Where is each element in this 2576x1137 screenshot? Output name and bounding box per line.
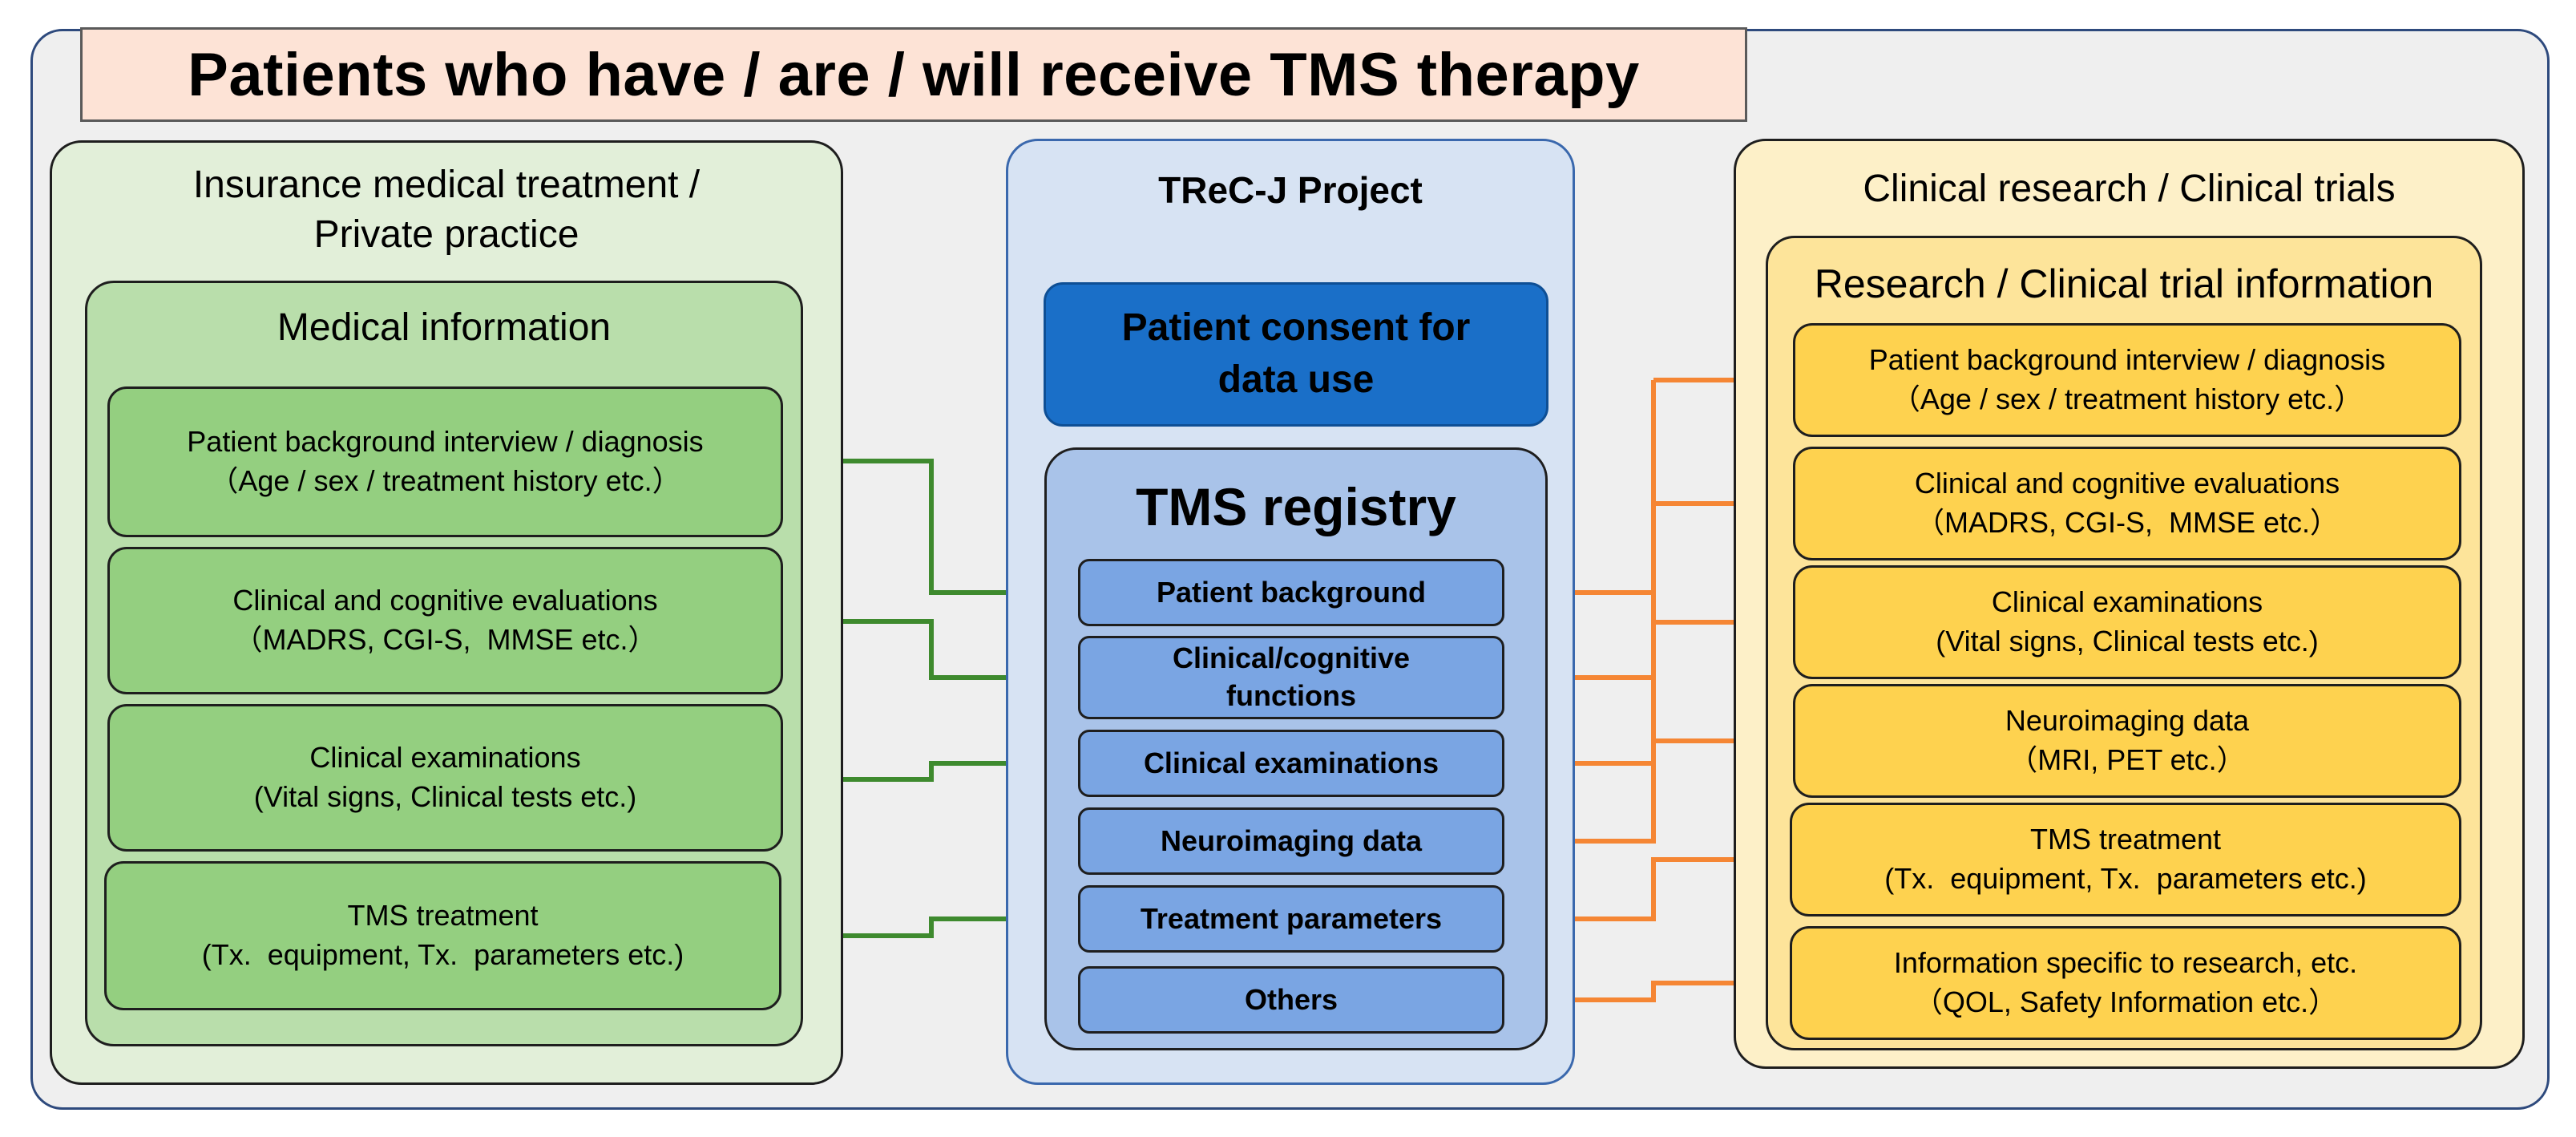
- trec-j-project-heading: TReC-J Project: [1158, 169, 1423, 211]
- right-card-line2: （MRI, PET etc.）: [2009, 743, 2246, 776]
- registry-item-clinical-examinations: Clinical examinations: [1078, 730, 1504, 797]
- right-card-line2: (Vital signs, Clinical tests etc.): [1936, 625, 2319, 658]
- patient-consent-box: Patient consent for data use: [1044, 282, 1548, 427]
- right-card-clinical-examinations: Clinical examinations (Vital signs, Clin…: [1793, 565, 2461, 679]
- medical-information-heading: Medical information: [277, 306, 612, 349]
- left-card-line2: （Age / sex / treatment history etc.）: [209, 464, 681, 497]
- right-card-research-specific: Information specific to research, etc. （…: [1790, 926, 2461, 1040]
- right-card-line1: TMS treatment: [2029, 823, 2222, 856]
- left-card-tms-treatment: TMS treatment (Tx. equipment, Tx. parame…: [104, 861, 781, 1010]
- left-card-line2: (Tx. equipment, Tx. parameters etc.): [201, 938, 684, 971]
- registry-item-others: Others: [1078, 966, 1504, 1034]
- right-card-tms-treatment: TMS treatment (Tx. equipment, Tx. parame…: [1790, 803, 2461, 916]
- right-card-line2: (Tx. equipment, Tx. parameters etc.): [1884, 862, 2367, 895]
- registry-item-neuroimaging: Neuroimaging data: [1078, 807, 1504, 875]
- right-card-line2: （Age / sex / treatment history etc.）: [1891, 382, 2364, 415]
- right-card-neuroimaging: Neuroimaging data （MRI, PET etc.）: [1793, 684, 2461, 798]
- registry-item-treatment-parameters: Treatment parameters: [1078, 885, 1504, 953]
- right-card-line2: （QOL, Safety Information etc.）: [1913, 985, 2338, 1018]
- registry-item-label: Treatment parameters: [1140, 901, 1443, 935]
- right-card-patient-background: Patient background interview / diagnosis…: [1793, 323, 2461, 437]
- right-card-line1: Information specific to research, etc.: [1893, 946, 2358, 980]
- registry-item-label: Neuroimaging data: [1160, 823, 1423, 857]
- left-card-clinical-examinations: Clinical examinations (Vital signs, Clin…: [107, 704, 783, 852]
- right-card-line1: Patient background interview / diagnosis: [1868, 343, 2386, 377]
- registry-item-label: Others: [1244, 982, 1338, 1016]
- title-banner: Patients who have / are / will receive T…: [80, 27, 1747, 122]
- consent-line1: Patient consent for: [1121, 306, 1471, 350]
- page-title: Patients who have / are / will receive T…: [188, 40, 1640, 109]
- tms-registry-title: TMS registry: [1136, 477, 1456, 536]
- right-card-line1: Clinical and cognitive evaluations: [1914, 467, 2340, 500]
- registry-item-label: Patient background: [1156, 575, 1427, 609]
- right-card-line2: （MADRS, CGI-S, MMSE etc.）: [1915, 506, 2340, 539]
- left-card-patient-background: Patient background interview / diagnosis…: [107, 386, 783, 537]
- left-card-line2: (Vital signs, Clinical tests etc.): [253, 780, 637, 813]
- research-information-heading: Research / Clinical trial information: [1814, 261, 2434, 306]
- registry-item-label: Clinical/cognitive functions: [1172, 641, 1411, 712]
- right-card-line1: Neuroimaging data: [2005, 704, 2250, 738]
- left-card-line1: Patient background interview / diagnosis: [187, 425, 704, 459]
- right-card-clinical-cognitive: Clinical and cognitive evaluations （MADR…: [1793, 447, 2461, 560]
- registry-item-clinical-cognitive: Clinical/cognitive functions: [1078, 636, 1504, 719]
- left-card-line1: Clinical and cognitive evaluations: [232, 584, 658, 617]
- registry-item-label: Clinical examinations: [1143, 746, 1439, 779]
- clinical-research-heading: Clinical research / Clinical trials: [1863, 168, 2396, 210]
- left-card-line1: TMS treatment: [347, 899, 539, 933]
- insurance-heading-line1: Insurance medical treatment /: [192, 164, 701, 206]
- right-card-line1: Clinical examinations: [1991, 585, 2263, 619]
- left-card-line1: Clinical examinations: [309, 741, 581, 775]
- consent-line2: data use: [1217, 358, 1375, 401]
- left-card-line2: （MADRS, CGI-S, MMSE etc.）: [233, 623, 657, 656]
- insurance-heading-line2: Private practice: [313, 213, 579, 257]
- left-card-clinical-cognitive: Clinical and cognitive evaluations （MADR…: [107, 547, 783, 694]
- registry-item-patient-background: Patient background: [1078, 559, 1504, 626]
- insurance-practice-heading: Insurance medical treatment / Private pr…: [50, 160, 843, 261]
